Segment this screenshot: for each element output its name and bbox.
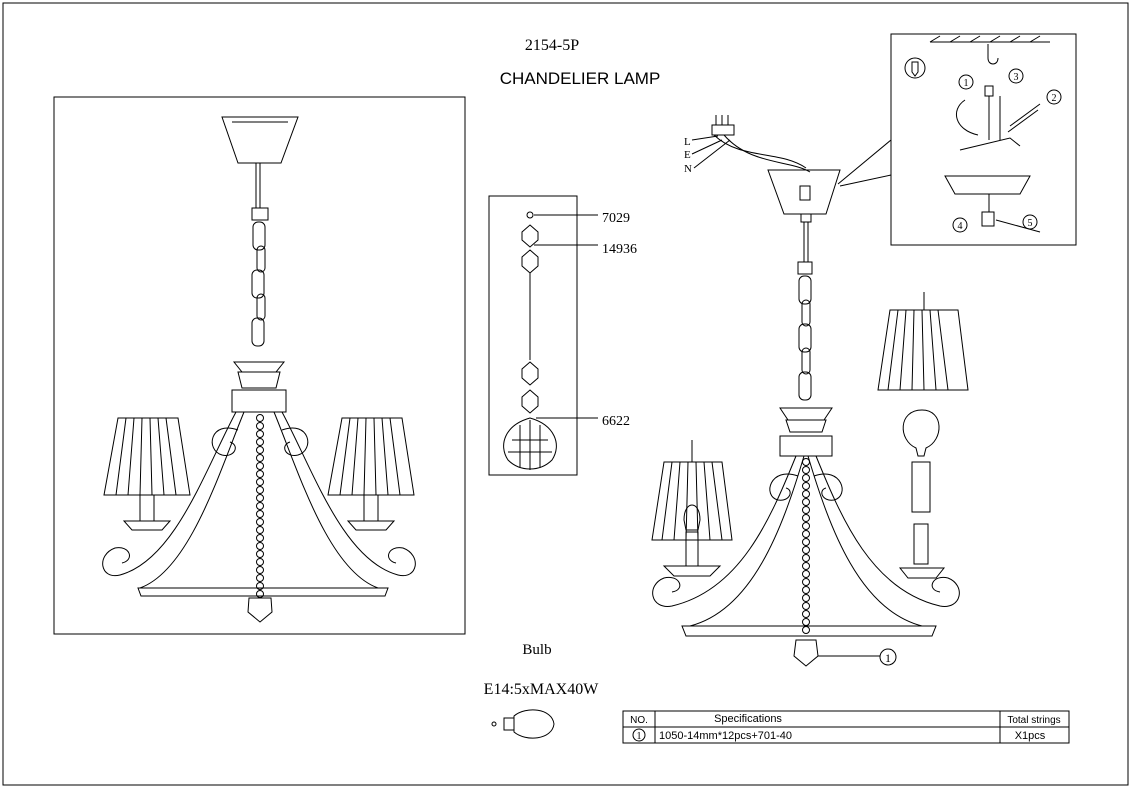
ceiling-canopy (221, 116, 299, 164)
callout-marker: 1 (885, 651, 891, 665)
exploded-left-shade (651, 461, 733, 541)
step-4-marker: 4 (958, 221, 963, 232)
crystal-detail: 7029 14936 6622 (488, 195, 637, 476)
crystal-ball (247, 597, 273, 623)
col-no-header: NO. (630, 715, 648, 726)
model-number: 2154-5P (525, 37, 579, 54)
spec-table: NO. Specifications Total strings 1 1050-… (622, 710, 1070, 744)
front-view (53, 96, 466, 635)
right-shade (327, 417, 415, 496)
base-ring (137, 587, 389, 597)
exploded-crystal-ball (793, 639, 819, 667)
part-7029-label: 7029 (602, 211, 630, 226)
terminal-block (711, 124, 735, 136)
step-1-marker: 1 (964, 78, 969, 89)
step-2-marker: 2 (1052, 93, 1057, 104)
exploded-bulb (902, 409, 940, 457)
row-1-spec: 1050-14mm*12pcs+701-40 (659, 730, 792, 742)
part-14936-label: 14936 (602, 242, 637, 257)
wire-n-label: N (684, 163, 692, 175)
row-1-total: X1pcs (1015, 730, 1046, 742)
step-5-marker: 5 (1028, 218, 1033, 229)
exploded-right-arm (815, 455, 960, 607)
wire-e-label: E (684, 149, 691, 161)
crystal-string (256, 414, 264, 598)
col-total-header: Total strings (1007, 715, 1060, 726)
chain (251, 221, 266, 347)
exploded-right-shade (877, 309, 969, 391)
exploded-canopy (767, 169, 841, 215)
install-detail-frame (890, 33, 1077, 246)
left-shade (103, 417, 191, 496)
bulb-icon (491, 709, 555, 739)
drawing-title: CHANDELIER LAMP (500, 69, 661, 88)
right-arm (281, 411, 416, 577)
exploded-body (779, 435, 833, 457)
exploded-base-ring (681, 625, 937, 637)
callout-circle (879, 648, 897, 666)
exploded-left-arm (652, 455, 797, 607)
bulb-heading: Bulb (522, 642, 551, 658)
exploded-chain (798, 275, 812, 401)
step-3-marker: 3 (1014, 72, 1019, 83)
col-spec-header: Specifications (714, 713, 782, 725)
part-6622-label: 6622 (602, 414, 630, 429)
install-detail: 1 2 3 4 5 (837, 33, 1077, 246)
candle-sleeve (911, 461, 931, 513)
socket (913, 523, 929, 565)
center-body (237, 371, 281, 389)
row-1-no: 1 (637, 731, 642, 742)
crystal-detail-frame (488, 195, 578, 476)
left-arm (102, 411, 237, 577)
bulb-spec: E14:5xMAX40W (484, 681, 600, 698)
front-view-frame (53, 96, 466, 635)
wire-l-label: L (684, 136, 691, 148)
exploded-crystal-string (802, 458, 810, 634)
exploded-view: L E N (651, 115, 969, 667)
